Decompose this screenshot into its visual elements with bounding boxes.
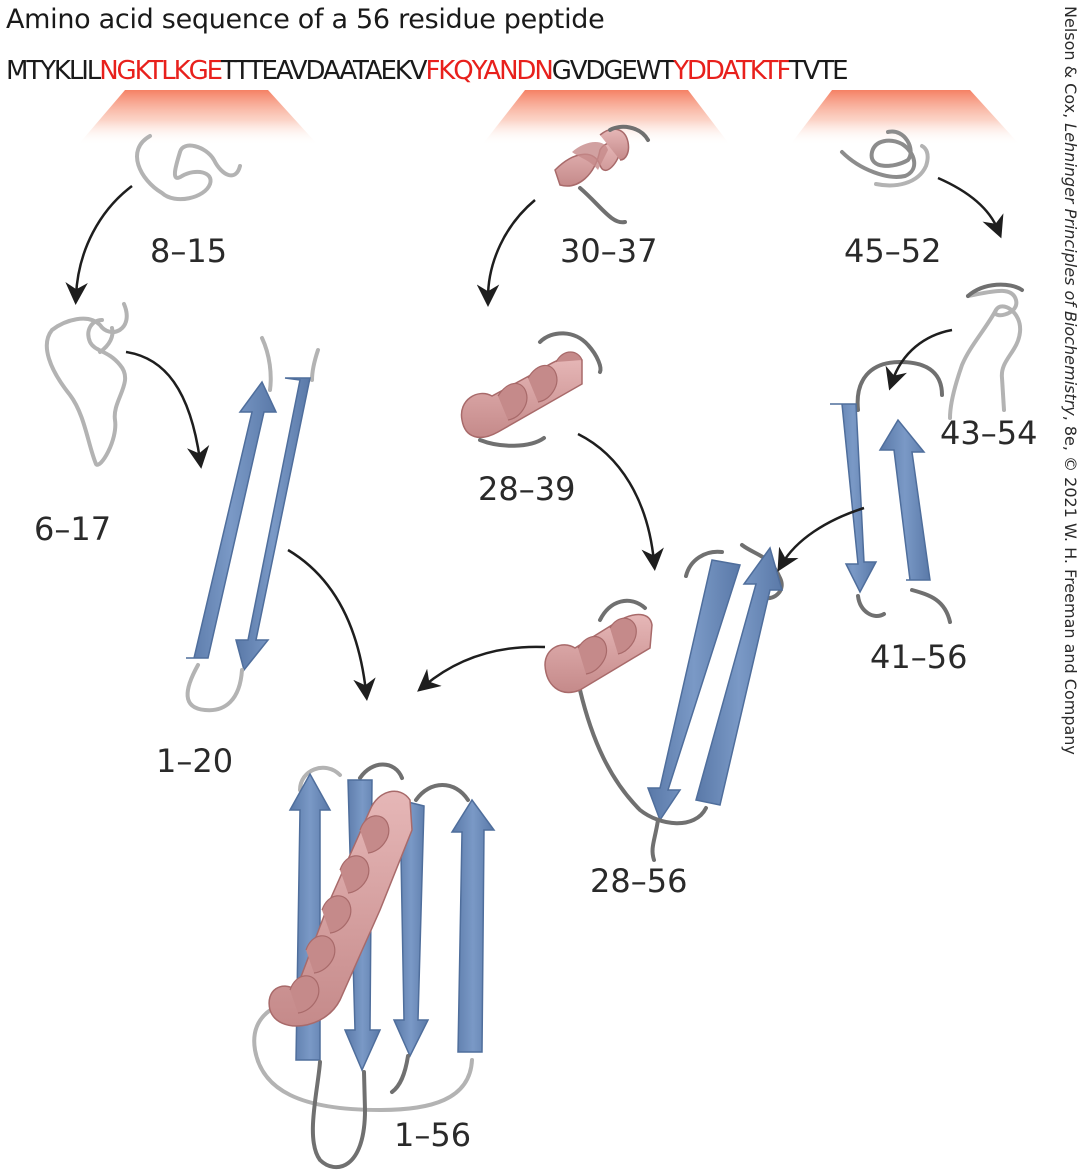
hairpin-1-20 bbox=[185, 336, 320, 713]
label-28-56: 28–56 bbox=[590, 862, 687, 900]
arrow-43-54-to-41-56 bbox=[885, 328, 953, 391]
label-45-52: 45–52 bbox=[844, 232, 941, 270]
strand-1-20-b bbox=[235, 377, 311, 672]
strand-28-56-b bbox=[695, 546, 783, 806]
arrow-1-20-to-1-56 bbox=[287, 548, 376, 701]
helix-28-39 bbox=[460, 331, 603, 448]
label-30-37: 30–37 bbox=[560, 232, 657, 270]
fragment-labels: 8–15 30–37 45–52 6–17 28–39 43–54 1–20 4… bbox=[34, 232, 1037, 1154]
amino-acid-sequence: MTYKLILNGKTLKGETTTEAVDAATAEKVFKQYANDNGVD… bbox=[6, 56, 849, 86]
strand-41-56-b bbox=[878, 418, 931, 581]
arrow-8-15-to-6-17 bbox=[65, 185, 133, 305]
coil-8-15 bbox=[135, 134, 242, 202]
label-41-56: 41–56 bbox=[870, 638, 967, 676]
strand-1-20-a bbox=[186, 380, 278, 659]
coil-6-17 bbox=[44, 302, 129, 467]
assembly-28-56 bbox=[544, 543, 784, 862]
strand-41-56-a bbox=[830, 403, 878, 594]
strand-1-56-d bbox=[450, 798, 496, 1053]
coil-43-54-b bbox=[948, 308, 998, 420]
highlight-fan-8-15 bbox=[78, 90, 318, 145]
arrow-30-37-to-28-39 bbox=[476, 199, 536, 307]
coil-43-54 bbox=[966, 288, 1023, 412]
label-1-20: 1–20 bbox=[156, 742, 233, 780]
coil-43-54-top bbox=[966, 282, 1024, 298]
sequence-segment: GVDGEWT bbox=[551, 56, 676, 86]
label-6-17: 6–17 bbox=[34, 510, 111, 548]
sequence-segment: TTTEAVDAATAEKV bbox=[221, 56, 428, 86]
label-8-15: 8–15 bbox=[150, 232, 227, 270]
label-43-54: 43–54 bbox=[940, 414, 1037, 452]
strand-28-56-a bbox=[646, 559, 741, 822]
arrow-45-52-to-43-54 bbox=[937, 176, 1004, 239]
label-1-56: 1–56 bbox=[394, 1116, 471, 1154]
sequence-segment: MTYKLIL bbox=[6, 56, 101, 86]
hairpin-41-56 bbox=[830, 359, 952, 624]
coil-45-52-tail bbox=[874, 144, 930, 188]
label-28-39: 28–39 bbox=[478, 470, 575, 508]
highlight-fan-30-37 bbox=[482, 90, 730, 145]
arrow-28-56-to-1-56 bbox=[417, 645, 546, 692]
sequence-segment: TVTE bbox=[788, 56, 849, 86]
figure-title: Amino acid sequence of a 56 residue pept… bbox=[6, 4, 605, 35]
sequence-highlight-45-52: YDDATKTF bbox=[673, 56, 791, 86]
highlight-fan-45-52 bbox=[790, 90, 1020, 145]
strand-1-56-c bbox=[392, 799, 430, 1058]
coil-45-52 bbox=[840, 129, 917, 179]
structure-1-56 bbox=[252, 762, 496, 1170]
arrow-28-39-to-28-56 bbox=[577, 432, 664, 571]
sequence-highlight-30-37: FKQYANDN bbox=[425, 56, 553, 86]
sequence-highlight-8-15: NGKTLKGE bbox=[99, 56, 223, 86]
arrow-41-56-to-28-56 bbox=[777, 506, 865, 572]
folding-arrows bbox=[65, 176, 1004, 701]
helix-30-37 bbox=[554, 124, 650, 225]
coil-6-17-end bbox=[98, 326, 115, 354]
arrow-6-17-to-1-20 bbox=[125, 350, 210, 469]
